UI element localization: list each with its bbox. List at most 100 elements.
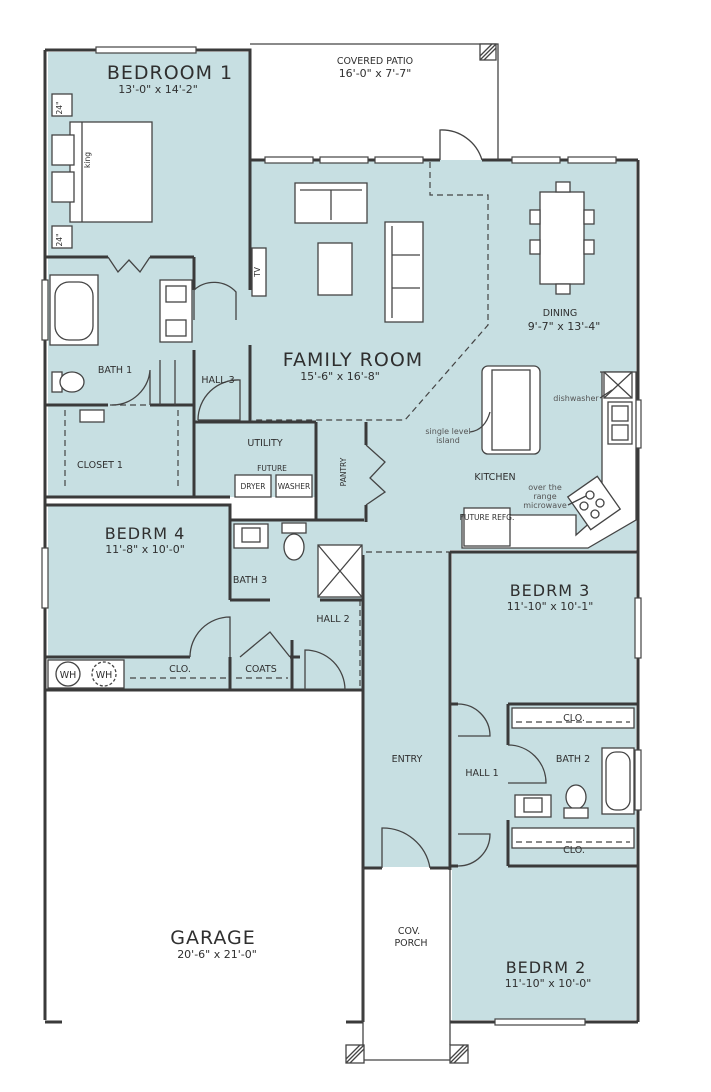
bath-1-name: BATH 1 <box>98 365 132 376</box>
bed-pillow-1 <box>51 134 75 166</box>
microwave-note-line3: microwave <box>523 501 567 510</box>
doors <box>107 256 547 869</box>
clo-bed2-name: CLO. <box>563 845 585 856</box>
water-heater-2 <box>91 661 117 687</box>
closet1-inner-line <box>64 410 179 490</box>
burner-2 <box>595 498 605 508</box>
sofa-1-cushions <box>300 189 362 220</box>
porch-name-line2: PORCH <box>394 938 427 949</box>
nightstand-bottom <box>51 225 73 249</box>
door-bath1 <box>111 369 151 406</box>
dryer-box <box>234 474 272 498</box>
entry-name: ENTRY <box>392 754 423 765</box>
dryer-label: DRYER <box>240 482 265 491</box>
room-labels: BEDROOM 1 13'-0" x 14'-2" COVERED PATIO … <box>77 56 600 990</box>
wh-label-1: WH <box>60 670 77 681</box>
porch-name-line1: COV. <box>398 926 420 937</box>
door-bath1-double <box>107 256 151 274</box>
patio-outline <box>250 43 499 160</box>
hall-1-name: HALL 1 <box>465 768 498 779</box>
dishwasher-leader <box>599 389 613 399</box>
bedrm-4-name: BEDRM 4 <box>105 524 186 543</box>
door-bed4 <box>189 616 231 658</box>
clo-bed4-name: CLO. <box>169 664 191 675</box>
kitchen-name: KITCHEN <box>474 472 515 483</box>
hall-1-fill <box>452 704 508 866</box>
burner-1 <box>585 490 595 500</box>
window-bed4-left <box>41 547 49 609</box>
washer-box <box>275 474 313 498</box>
fixture-labels: king 24" 24" TV FUTURE DRYER WASHER FUTU… <box>55 102 514 682</box>
bedrm-2-fill <box>452 866 636 1020</box>
sink-1b <box>165 319 187 337</box>
door-front-entry <box>381 827 431 869</box>
porch-outline <box>362 868 463 1061</box>
toilet-2-bowl <box>565 784 587 810</box>
sink-bowl-b <box>611 424 629 441</box>
window-bed3-right <box>634 597 642 659</box>
microwave-note-line1: over the <box>528 483 562 492</box>
toilet-2-tank <box>563 807 589 819</box>
clo-bed2-box <box>511 827 635 849</box>
toilet-1-bowl <box>59 371 85 393</box>
clo-bed3-box <box>511 707 635 729</box>
clo-bed3-name: CLO. <box>563 713 585 724</box>
future-label: FUTURE <box>257 464 287 473</box>
microwave-note-line2: range <box>533 492 556 501</box>
family-dining-divider <box>252 162 489 421</box>
window-family-top-2 <box>319 156 369 164</box>
dining-table <box>539 191 585 285</box>
washer-label: WASHER <box>278 482 311 491</box>
chair-6 <box>583 239 595 255</box>
window-bed1-top <box>95 46 197 54</box>
wall-hall1-left <box>450 702 458 868</box>
toilet-3-tank <box>281 522 307 534</box>
door-hall3-bed1 <box>193 281 237 320</box>
window-family-top-1 <box>264 156 314 164</box>
door-garage <box>304 649 346 691</box>
window-bath1-left <box>41 279 49 341</box>
closet1-shelf <box>79 409 105 423</box>
windows <box>41 46 642 1026</box>
door-coats <box>239 631 291 658</box>
patio-door-swing <box>439 129 483 161</box>
bedrm-4-dims: 11'-8" x 10'-0" <box>105 543 185 556</box>
wall-closets-mid <box>228 640 294 690</box>
water-heater-1 <box>55 661 81 687</box>
bedroom-1-name: BEDROOM 1 <box>107 62 233 84</box>
pillow-label-top: 24" <box>55 102 64 115</box>
entry-fill <box>364 555 450 867</box>
patio-name: COVERED PATIO <box>337 56 413 67</box>
annotations: single level island dishwasher over the … <box>425 389 613 510</box>
chair-2 <box>555 283 571 295</box>
king-label: king <box>83 152 92 168</box>
bath-2-name: BATH 2 <box>556 754 590 765</box>
wall-bed4-top <box>45 503 232 600</box>
chair-5 <box>583 209 595 225</box>
bedrm-2-dims: 11'-10" x 10'-0" <box>505 977 592 990</box>
king-bed <box>69 121 153 223</box>
wh-label-2: WH <box>96 670 113 681</box>
garage-dims: 20'-6" x 21'-0" <box>177 948 257 961</box>
sink-1a <box>165 285 187 303</box>
burner-3 <box>579 501 589 511</box>
sink-bowl-a <box>611 405 629 422</box>
microwave-leader <box>567 495 587 506</box>
window-dining-top-1 <box>511 156 561 164</box>
chair-4 <box>529 239 541 255</box>
porch-post-right-hatch <box>449 1044 469 1064</box>
coats-name: COATS <box>245 664 277 675</box>
window-bed2-bottom <box>494 1018 586 1026</box>
patio-dims: 16'-0" x 7'-7" <box>339 67 412 80</box>
door-bed2 <box>457 833 491 867</box>
coffee-table <box>317 242 353 296</box>
tv-stand <box>251 247 267 297</box>
bedrm-3-name: BEDRM 3 <box>510 581 591 600</box>
door-hall3-utility <box>197 379 241 421</box>
sofa-2-cushions <box>391 226 420 318</box>
tv-label: TV <box>253 266 262 278</box>
sink-2 <box>523 797 543 813</box>
island-note-line2: island <box>436 436 460 445</box>
patio-post-hatch <box>479 43 497 61</box>
